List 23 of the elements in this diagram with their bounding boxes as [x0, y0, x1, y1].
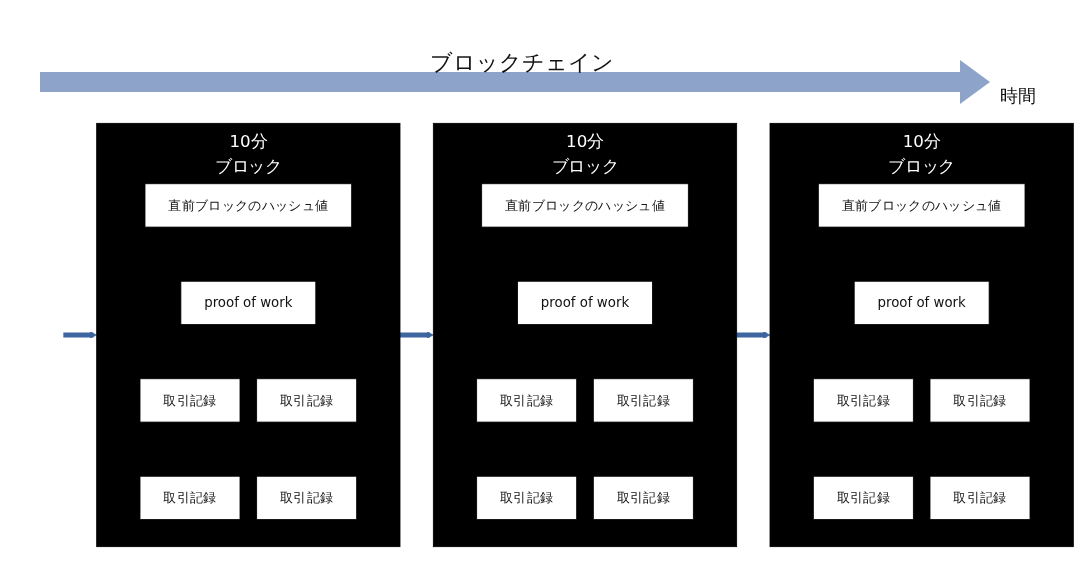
node-box: 取引記録	[929, 475, 1031, 520]
node-box: proof of work	[517, 280, 653, 325]
node-box: 取引記録	[476, 475, 578, 520]
timeline-label: ブロックチェイン	[430, 49, 614, 77]
node-box: 取引記録	[139, 378, 241, 423]
arrow	[400, 331, 434, 339]
node-box: proof of work	[853, 280, 990, 325]
node-box: 取引記録	[256, 378, 358, 423]
node-box: 取引記録	[592, 475, 694, 520]
node-box: 取引記録	[929, 378, 1031, 423]
arrow	[736, 331, 771, 339]
node-box: proof of work	[180, 280, 317, 325]
node-box: 取引記録	[812, 475, 914, 520]
time-label: 時間	[1000, 84, 1036, 108]
node-box: 取引記録	[476, 378, 578, 423]
node-box: 取引記録	[812, 378, 914, 423]
node-box: 直前ブロックのハッシュ値	[817, 183, 1026, 228]
arrow	[63, 331, 97, 339]
node-box: 取引記録	[139, 475, 241, 520]
node-box: 取引記録	[592, 378, 694, 423]
node-box: 直前ブロックのハッシュ値	[481, 183, 689, 228]
node-box: 直前ブロックのハッシュ値	[144, 183, 353, 228]
node-box: 取引記録	[256, 475, 358, 520]
